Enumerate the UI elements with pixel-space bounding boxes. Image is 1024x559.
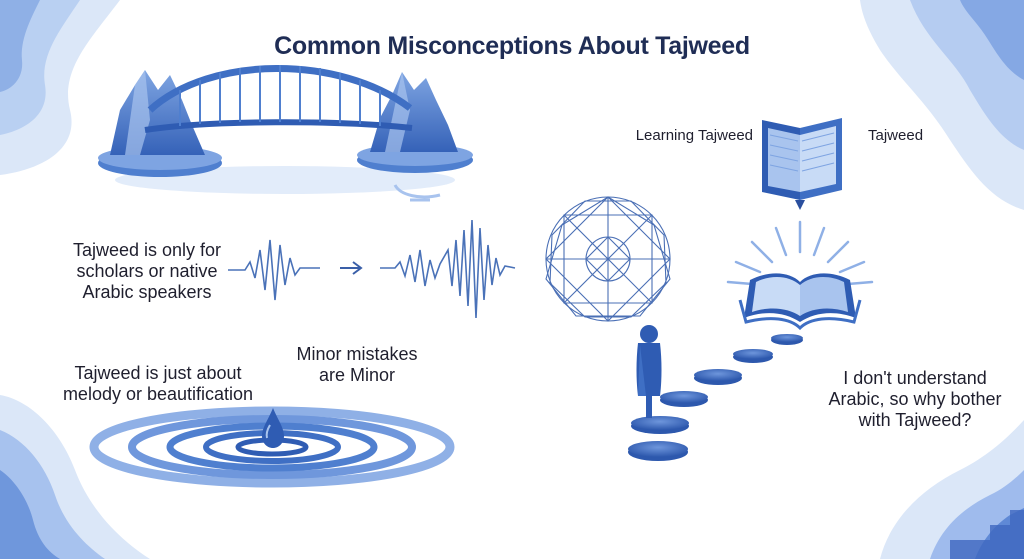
tajweed-label: Tajweed [868,127,924,144]
top-left-wave-decoration [0,0,120,175]
sound-wave-icon [228,219,516,319]
water-drop-icon [262,408,284,448]
stepping-stones-icon [628,334,803,461]
geometric-star-icon [545,196,671,322]
minor-line-2: are Minor [318,365,396,385]
melody-line-1: Tajweed is just about [74,363,242,383]
top-right-wave-decoration [860,0,1024,210]
arabic-line-1: I don't understand [843,368,987,388]
scholars-line-3: Arabic speakers [82,282,212,302]
melody-misconception-label: Tajweed is just about melody or beautifi… [48,363,268,405]
learning-tajweed-label: Learning Tajweed [635,127,753,144]
minor-mistakes-label: Minor mistakes are Minor [292,344,422,386]
bridge-icon [98,65,473,202]
arabic-line-3: with Tajweed? [858,410,972,430]
scholars-misconception-label: Tajweed is only for scholars or native A… [62,240,232,303]
person-icon [636,325,662,418]
page-title: Common Misconceptions About Tajweed [274,32,750,60]
scholars-line-2: scholars or native [76,261,218,281]
melody-line-2: melody or beautification [62,384,254,404]
open-book-icon [726,220,874,331]
arrow-icon [340,261,363,275]
minor-line-1: Minor mistakes [296,344,418,364]
arabic-misconception-label: I don't understand Arabic, so why bother… [820,368,1010,431]
arabic-line-2: Arabic, so why bother [828,389,1002,409]
closed-book-icon [762,118,842,210]
bottom-right-wave-decoration [880,420,1024,559]
scholars-line-1: Tajweed is only for [72,240,222,260]
bottom-left-wave-decoration [0,395,150,559]
